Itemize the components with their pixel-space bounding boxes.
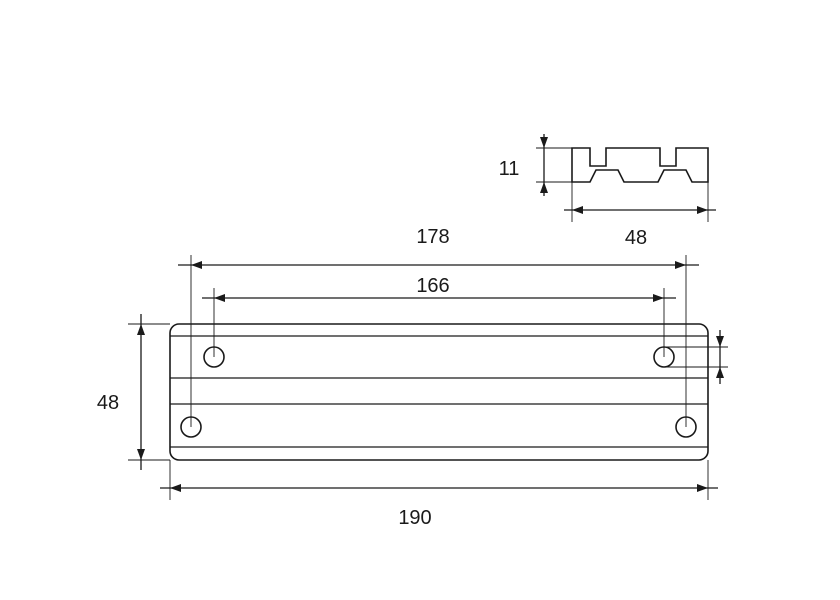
anode-body — [169, 323, 709, 461]
dim-label-height-main: 48 — [97, 392, 119, 414]
dim-label-overall-length: 190 — [398, 507, 431, 529]
dim-label-hole-spacing-inner: 166 — [416, 275, 449, 297]
side-profile-view — [536, 134, 716, 222]
side-profile-outline — [571, 147, 709, 183]
dim-label-hole-spacing-outer: 178 — [416, 226, 449, 248]
dim-label-profile-width: 48 — [625, 227, 647, 249]
plan-view — [128, 255, 728, 500]
dim-label-profile-thickness: 11 — [499, 158, 520, 180]
